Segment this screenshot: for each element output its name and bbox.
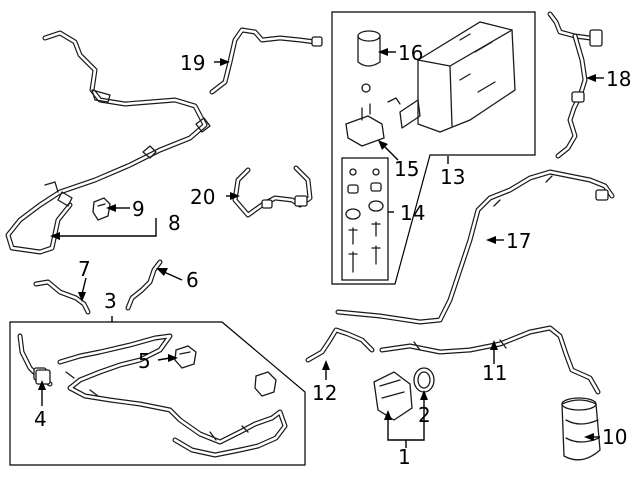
part-13-canister-box xyxy=(331,11,536,285)
callout-12: 12 xyxy=(312,381,337,405)
part-7-hose xyxy=(33,279,91,315)
callout-14: 14 xyxy=(400,201,425,225)
part-20-sensor-harness xyxy=(232,165,313,218)
callout-labels: 1 2 3 4 5 6 7 8 9 10 11 12 13 14 15 16 1… xyxy=(34,41,631,469)
callout-2: 2 xyxy=(418,403,431,427)
callout-15: 15 xyxy=(394,157,419,181)
callout-16: 16 xyxy=(398,41,423,65)
part-1-pump xyxy=(373,371,413,421)
part-13-canister xyxy=(399,21,516,133)
callout-19: 19 xyxy=(180,51,205,75)
callout-10: 10 xyxy=(602,425,627,449)
part-15-valve xyxy=(345,83,401,147)
callout-20: 20 xyxy=(190,185,215,209)
part-16-filter xyxy=(357,30,381,67)
callout-5: 5 xyxy=(138,349,151,373)
part-10-canister xyxy=(561,397,601,461)
part-17-fuel-line xyxy=(335,169,615,325)
part-2-seal xyxy=(413,367,435,393)
part-6-hose xyxy=(125,259,163,311)
callout-18: 18 xyxy=(606,67,631,91)
part-9-clip xyxy=(92,197,111,221)
part-11-line xyxy=(379,325,601,395)
part-14-box xyxy=(341,157,389,281)
leader-lines xyxy=(38,48,604,448)
callout-13: 13 xyxy=(440,165,465,189)
callout-17: 17 xyxy=(506,229,531,253)
callout-9: 9 xyxy=(132,197,145,221)
callout-4: 4 xyxy=(34,407,47,431)
callout-1: 1 xyxy=(398,445,411,469)
callout-8: 8 xyxy=(168,211,181,235)
part-12-tube xyxy=(305,327,375,363)
callout-6: 6 xyxy=(186,268,199,292)
part-4-connector xyxy=(35,369,51,385)
part-19-tube xyxy=(209,27,323,95)
box-3-connector xyxy=(254,371,277,397)
callout-11: 11 xyxy=(482,361,507,385)
part-8-harness xyxy=(5,30,211,255)
part-18-hose xyxy=(547,11,603,159)
callout-3: 3 xyxy=(104,289,117,313)
callout-7: 7 xyxy=(78,257,91,281)
part-5-clip xyxy=(174,345,197,369)
